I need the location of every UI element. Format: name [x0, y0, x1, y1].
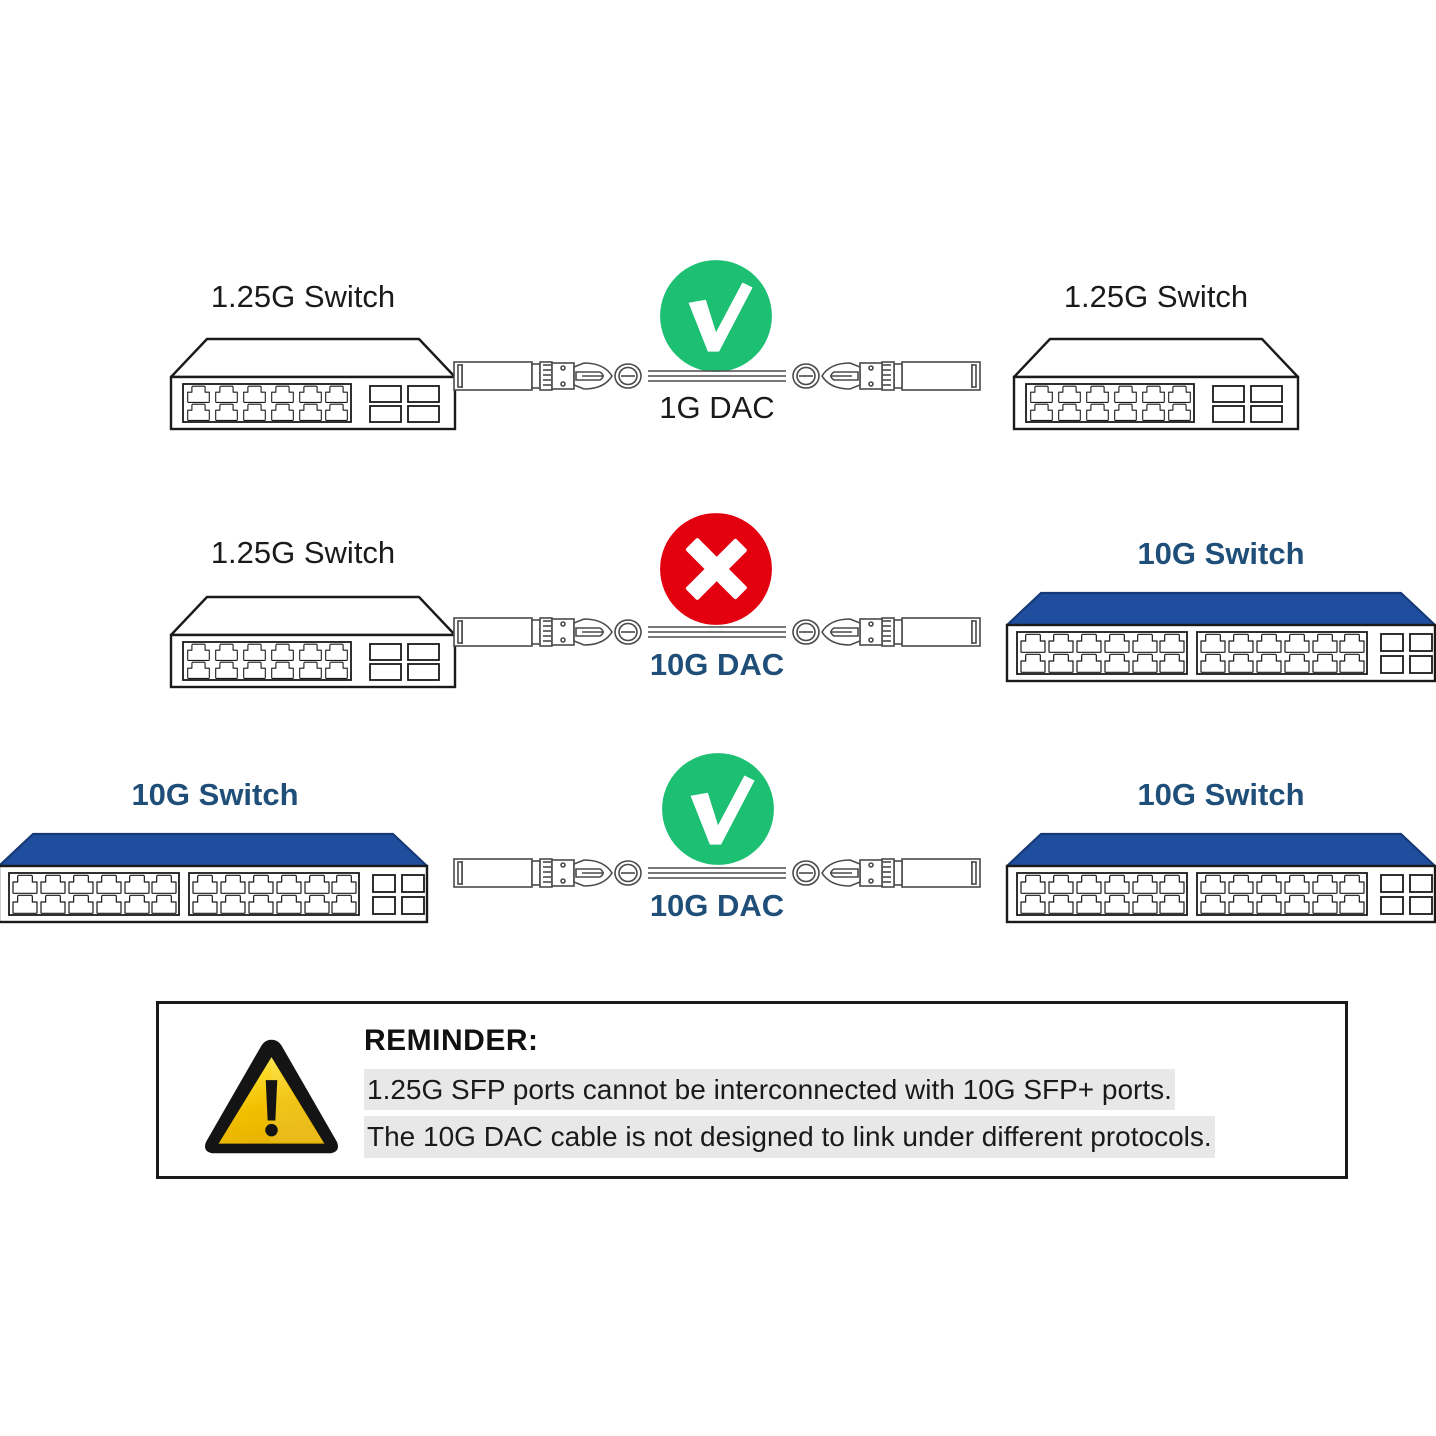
dac-cable-row3 [453, 858, 981, 888]
switch-device-right-row3 [1000, 820, 1436, 932]
cable-label-row1: 1G DAC [659, 390, 775, 425]
switch-label-right-row2: 10G Switch [1137, 536, 1305, 571]
reminder-heading: REMINDER: [364, 1024, 539, 1057]
switch-label-left-row1: 1.25G Switch [210, 279, 396, 314]
dac-cable-row2 [453, 617, 981, 647]
diagram-row-1: 1.25G Switch 1G DAC 1.25G Switch [0, 240, 1436, 470]
switch-device-left-row1 [163, 329, 463, 439]
switch-device-right-row1 [1006, 329, 1306, 439]
dac-cable-row1 [453, 361, 981, 391]
reminder-box: REMINDER: 1.25G SFP ports cannot be inte… [156, 1001, 1348, 1179]
reminder-line-1: 1.25G SFP ports cannot be interconnected… [364, 1068, 1175, 1111]
reminder-line-2: The 10G DAC cable is not designed to lin… [364, 1116, 1215, 1158]
warning-triangle-icon [205, 1039, 338, 1154]
cable-label-row3: 10G DAC [649, 888, 785, 923]
cable-label-row2: 10G DAC [649, 647, 785, 682]
switch-label-left-row2: 1.25G Switch [210, 535, 396, 570]
switch-label-right-row1: 1.25G Switch [1063, 279, 1249, 314]
switch-label-left-row3: 10G Switch [131, 777, 299, 812]
switch-device-right-row2 [1000, 579, 1436, 691]
switch-label-right-row3: 10G Switch [1137, 777, 1305, 812]
switch-device-left-row2 [163, 587, 463, 697]
diagram-row-3: 10G Switch 10G DAC 10G Switch [0, 735, 1436, 965]
diagram-row-2: 1.25G Switch 10G DAC 10G Switch [0, 495, 1436, 725]
switch-device-left-row3 [0, 820, 434, 932]
reminder-text-block: REMINDER: 1.25G SFP ports cannot be inte… [364, 1022, 1329, 1161]
